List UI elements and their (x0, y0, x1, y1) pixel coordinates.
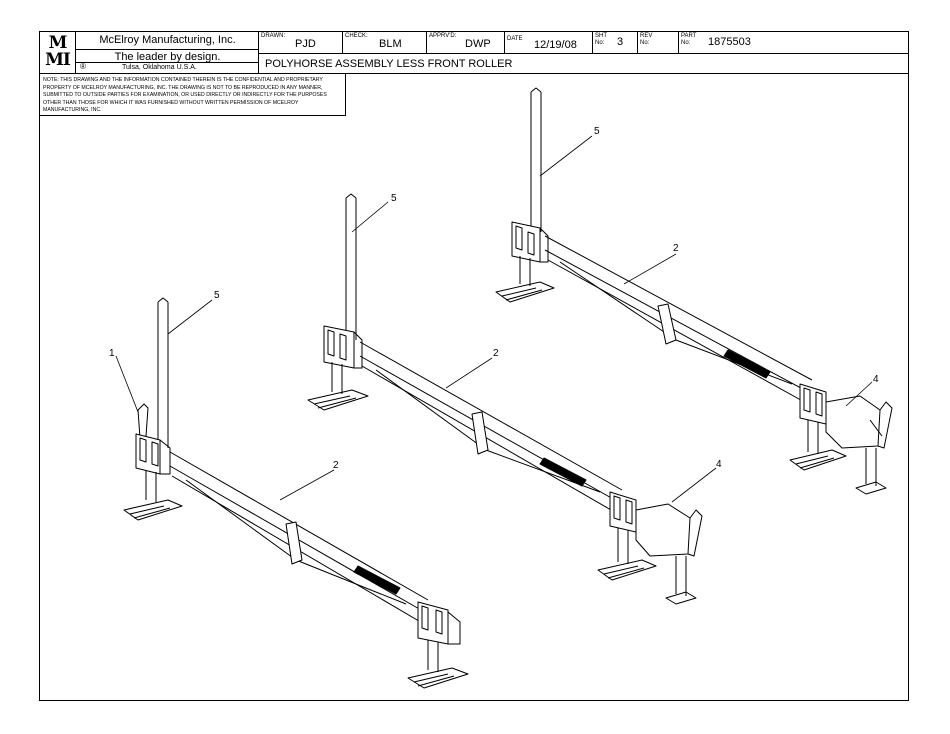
check-field: CHECK: BLM (343, 32, 427, 54)
company-tagline: The leader by design. (76, 49, 259, 63)
part-field: PART No: 1875503 (679, 32, 908, 54)
drawing-title: POLYHORSE ASSEMBLY LESS FRONT ROLLER (265, 58, 513, 70)
callout-2-middle: 2 (493, 348, 499, 359)
date-field: DATE 12/19/08 (505, 32, 593, 54)
revision-label-2: No: (640, 40, 650, 46)
callout-leaders (115, 135, 873, 503)
revision-field: REV No: (638, 32, 679, 54)
drawn-value: PJD (295, 38, 316, 50)
callout-1: 1 (109, 348, 115, 359)
date-label: DATE (507, 36, 523, 42)
apprvd-field: APPRV'D: DWP (427, 32, 505, 54)
part-number: 1875503 (708, 36, 751, 48)
callout-4-middle: 4 (716, 459, 722, 470)
company-location: Tulsa, Oklahoma U.S.A. (122, 64, 197, 71)
callout-5-back: 5 (594, 126, 600, 137)
callout-2-front: 2 (333, 460, 339, 471)
middle-polyhorse (307, 193, 703, 605)
callout-5-middle: 5 (391, 193, 397, 204)
front-polyhorse (123, 297, 469, 689)
sheet-label-2: No: (595, 40, 605, 46)
callout-4-back: 4 (873, 374, 879, 385)
apprvd-value: DWP (465, 38, 491, 50)
drawing-sheet: M MI McElroy Manufacturing, Inc. The lea… (39, 31, 909, 701)
registered-mark: ® (80, 62, 86, 71)
part-label-1: PART (681, 33, 697, 39)
check-value: BLM (379, 38, 402, 50)
sheet-field: SHT No: 3 (593, 32, 638, 54)
date-value: 12/19/08 (534, 39, 577, 51)
sheet-label-1: SHT (595, 33, 607, 39)
mmi-logo: M MI (40, 32, 76, 74)
company-location-row: ® Tulsa, Oklahoma U.S.A. (76, 62, 259, 75)
revision-label-1: REV (640, 33, 653, 39)
logo-bottom: MI (45, 50, 71, 70)
apprvd-label: APPRV'D: (429, 33, 457, 39)
back-polyhorse (495, 87, 893, 495)
sheet-value: 3 (617, 36, 624, 48)
company-box: McElroy Manufacturing, Inc. The leader b… (76, 32, 259, 74)
part-label-2: No: (681, 40, 691, 46)
callout-5-front: 5 (214, 290, 220, 301)
callout-2-back: 2 (673, 243, 679, 254)
drawn-field: DRAWN: PJD (259, 32, 343, 54)
company-name: McElroy Manufacturing, Inc. (99, 34, 236, 46)
check-label: CHECK: (345, 33, 368, 39)
drawing-title-row: POLYHORSE ASSEMBLY LESS FRONT ROLLER (259, 54, 908, 74)
confidential-note: NOTE: THIS DRAWING AND THE INFORMATION C… (40, 74, 346, 116)
drawn-label: DRAWN: (261, 33, 286, 39)
logo-top: M (48, 33, 68, 53)
